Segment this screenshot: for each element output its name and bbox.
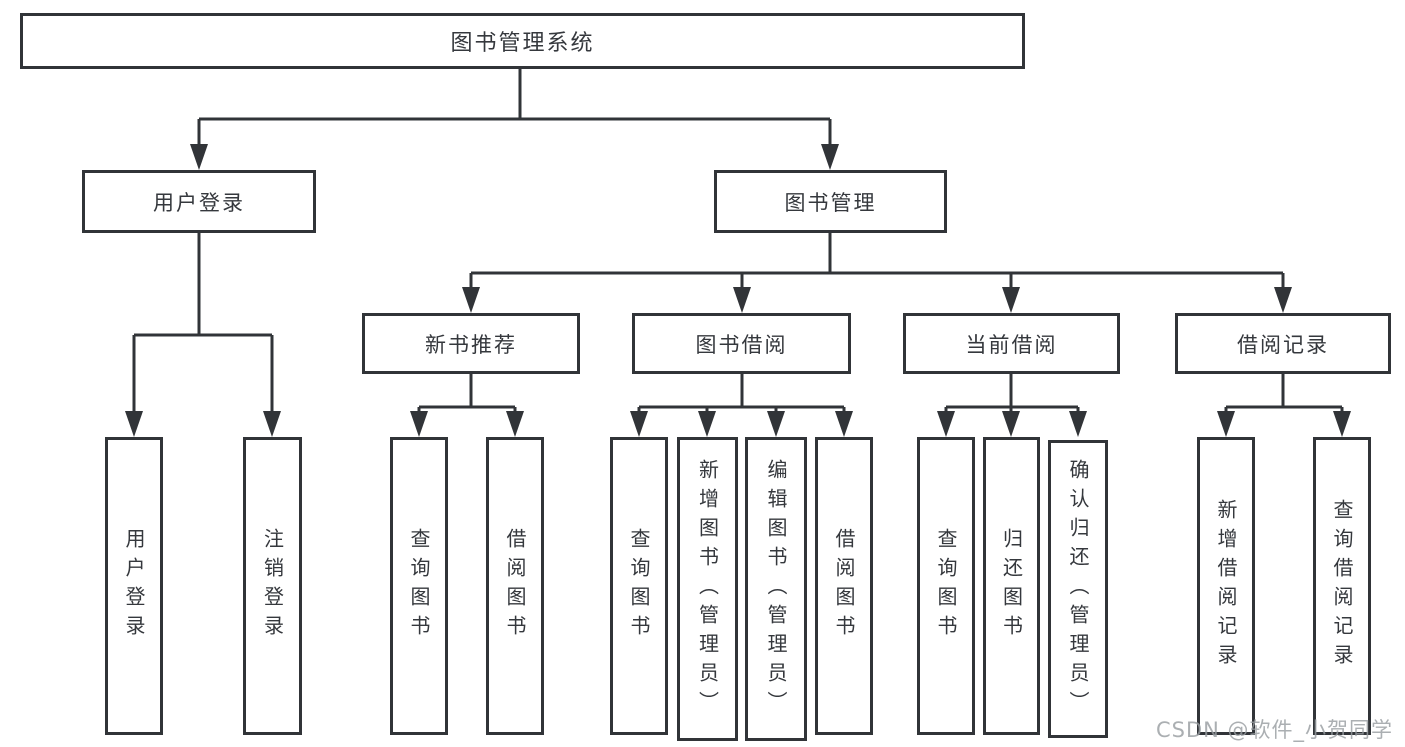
leaf-user-login: 用户登录 (105, 437, 163, 735)
node-label: 图书管理 (784, 190, 877, 215)
node-label: 新增借阅记录 (1214, 499, 1238, 673)
node-label: 查询借阅记录 (1330, 499, 1354, 673)
node-label: 借阅记录 (1237, 332, 1329, 357)
node-book-borrowing: 图书借阅 (632, 313, 851, 374)
leaf-query-borrow-record: 查询借阅记录 (1313, 437, 1371, 735)
node-label: 查询图书 (934, 528, 958, 644)
node-label: 借阅图书 (503, 528, 527, 644)
leaf-add-borrow-record: 新增借阅记录 (1197, 437, 1255, 735)
leaf-borrow-books-2: 借阅图书 (815, 437, 873, 735)
leaf-query-books-2: 查询图书 (610, 437, 668, 735)
node-label: 用户登录 (153, 190, 245, 215)
csdn-watermark: CSDN @软件_小贺同学 (1156, 718, 1394, 742)
node-label: 新书推荐 (425, 332, 517, 357)
node-label: 查询图书 (407, 528, 431, 644)
node-label: 确认归还（管理员） (1066, 458, 1090, 720)
leaf-add-books-admin: 新增图书（管理员） (677, 437, 738, 741)
node-label: 查询图书 (627, 528, 651, 644)
node-borrow-records: 借阅记录 (1175, 313, 1391, 374)
leaf-query-books-3: 查询图书 (917, 437, 975, 735)
node-book-management: 图书管理 (714, 170, 947, 233)
arrowheads (125, 144, 1351, 437)
node-label: 注销登录 (260, 528, 285, 644)
node-new-book-recommend: 新书推荐 (362, 313, 580, 374)
node-library-system: 图书管理系统 (20, 13, 1025, 69)
leaf-edit-books-admin: 编辑图书（管理员） (745, 437, 807, 741)
node-label: 当前借阅 (965, 332, 1058, 357)
node-label: 图书管理系统 (450, 31, 595, 56)
node-label: 新增图书（管理员） (695, 458, 720, 720)
leaf-return-books: 归还图书 (983, 437, 1040, 735)
node-label: 图书借阅 (695, 332, 788, 357)
leaf-query-books-1: 查询图书 (390, 437, 448, 735)
node-label: 编辑图书（管理员） (764, 458, 788, 720)
leaf-logout: 注销登录 (243, 437, 302, 735)
node-user-login: 用户登录 (82, 170, 316, 233)
node-label: 借阅图书 (832, 528, 856, 644)
node-label: 归还图书 (999, 528, 1024, 644)
node-current-borrowing: 当前借阅 (903, 313, 1120, 374)
leaf-confirm-return-admin: 确认归还（管理员） (1048, 440, 1108, 738)
leaf-borrow-books-1: 借阅图书 (486, 437, 544, 735)
node-label: 用户登录 (122, 528, 146, 644)
